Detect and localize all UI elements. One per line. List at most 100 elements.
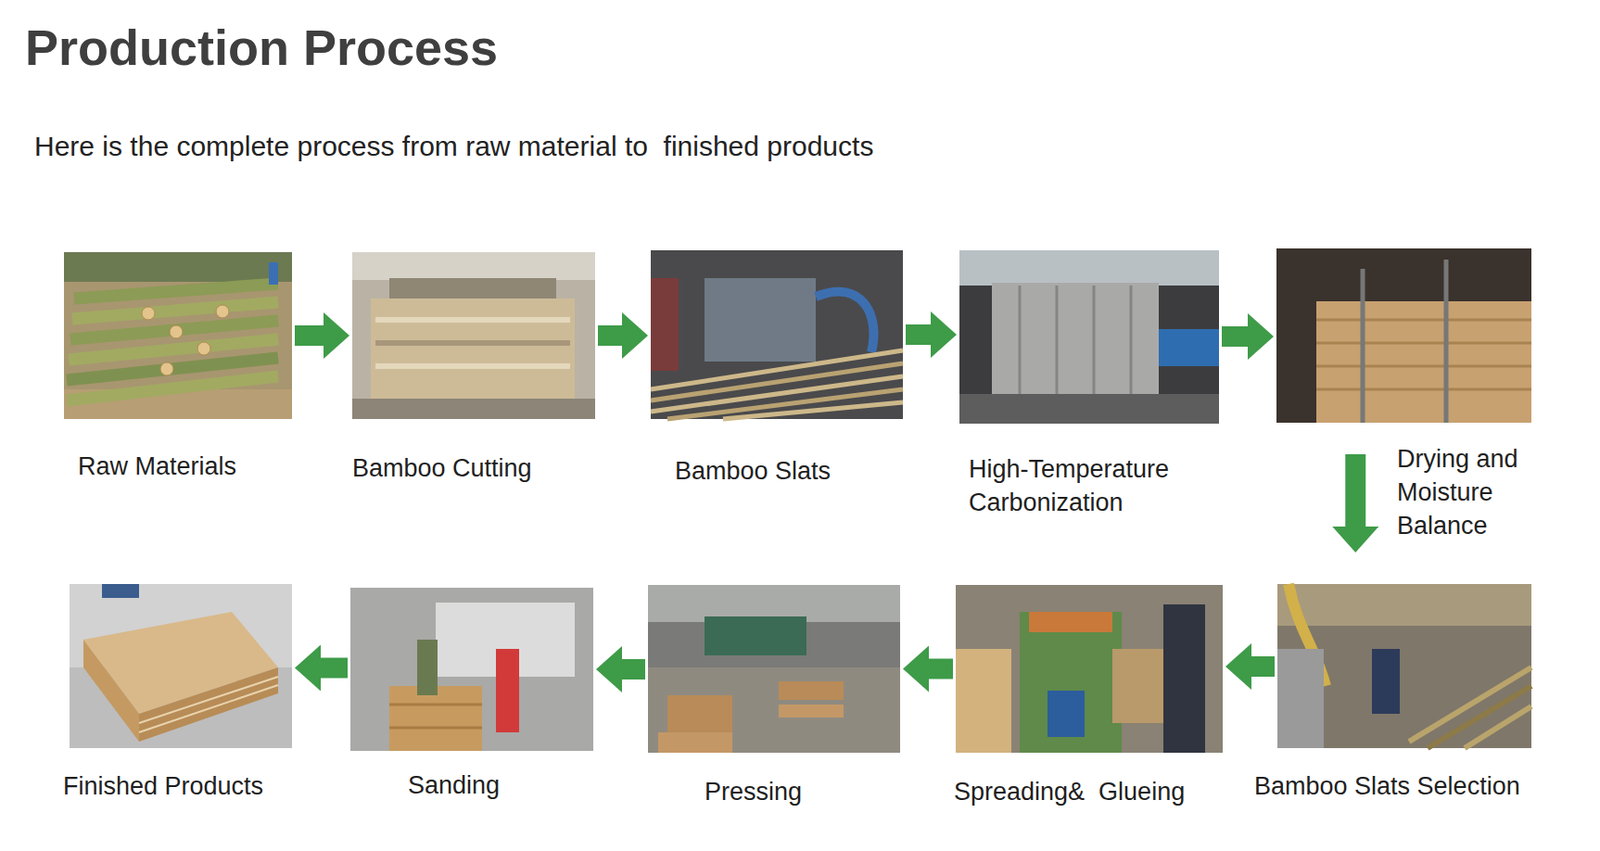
process-step: Raw Materials [63, 252, 293, 420]
photo-shape [495, 648, 520, 733]
photo-shape [1277, 584, 1532, 626]
photo-shape [83, 639, 140, 742]
photo-shape [389, 278, 557, 302]
process-step: Bamboo Slats [650, 250, 903, 420]
photo-shape [375, 317, 571, 323]
glue-spreader-photo [955, 584, 1223, 753]
sanding-photo [350, 587, 594, 751]
step-caption: Raw Materials [77, 449, 356, 483]
flow-arrow [928, 659, 953, 680]
photo-shape [268, 262, 279, 285]
photo-shape [1316, 342, 1532, 345]
photo-shape [375, 340, 571, 346]
photo-shape [352, 398, 596, 420]
step-caption: Drying and Moisture Balance [1396, 442, 1564, 543]
process-step: High-Temperature Carbonization [959, 250, 1220, 424]
photo-shape [1316, 365, 1532, 369]
photo-shape [1092, 285, 1096, 394]
photo-shape [1277, 584, 1532, 749]
step-caption: Pressing [704, 774, 946, 809]
photo-shape [1444, 259, 1449, 423]
step-caption: Bamboo Cutting [352, 451, 668, 485]
photo-shape [141, 306, 155, 320]
flow-arrow [1251, 656, 1275, 677]
process-step: Spreading& Glueing [955, 584, 1223, 753]
photo-shape [955, 648, 1012, 753]
photo-shape [139, 685, 279, 733]
step-caption: Sanding [407, 768, 649, 802]
photo-shape [1371, 648, 1400, 714]
flow-arrow [294, 325, 324, 346]
photo-shape [375, 363, 571, 369]
photo-shape [959, 393, 1220, 424]
process-step: Pressing [647, 584, 901, 753]
photo-shape [667, 695, 733, 733]
photo-shape [1112, 648, 1169, 724]
flow-arrow [1345, 454, 1366, 527]
photo-shape [63, 252, 293, 420]
photo-shape [352, 252, 596, 280]
photo-shape [72, 302, 279, 319]
photo-shape [1055, 285, 1059, 394]
photo-shape [352, 252, 596, 420]
flow-arrow [320, 658, 348, 679]
photo-shape [1158, 329, 1220, 367]
drying-stack-photo [1276, 248, 1532, 423]
photo-shape [955, 584, 1223, 753]
photo-shape [389, 703, 483, 707]
step-caption: High-Temperature Carbonization [968, 452, 1238, 520]
photo-shape [160, 362, 174, 376]
flow-arrow [622, 659, 646, 680]
photo-shape [1464, 706, 1532, 749]
photo-shape [1019, 611, 1122, 753]
cutting-machine-photo [352, 252, 596, 420]
photo-shape [959, 250, 1220, 286]
photo-shape [1316, 318, 1532, 322]
photo-shape [667, 389, 903, 420]
photo-shape [704, 278, 816, 362]
photo-shape [1360, 268, 1366, 423]
photo-shape [647, 667, 901, 753]
raw-bamboo-photo [63, 252, 293, 420]
photo-shape [1277, 648, 1324, 749]
step-caption: Finished Products [63, 769, 342, 803]
photo-shape [417, 639, 438, 696]
flow-arrow [1221, 326, 1248, 347]
finished-boards-photo [69, 584, 293, 749]
photo-shape [650, 278, 679, 371]
flow-arrow [905, 324, 931, 345]
photo-shape [139, 676, 279, 724]
photo-shape [1130, 285, 1133, 394]
photo-shape [370, 298, 575, 399]
photo-shape [658, 732, 733, 753]
photo-shape [1427, 685, 1532, 749]
process-step: Drying and Moisture Balance [1276, 248, 1532, 423]
photo-shape [169, 325, 183, 339]
photo-shape [350, 587, 594, 751]
bamboo-slats-photo [650, 250, 903, 420]
photo-shape [704, 616, 807, 656]
photo-shape [215, 304, 229, 318]
process-step: Sanding [350, 587, 594, 751]
photo-shape [1018, 285, 1022, 394]
photo-shape [139, 667, 279, 742]
step-caption: Bamboo Slats [674, 454, 972, 488]
photo-shape [778, 681, 844, 700]
process-step: Bamboo Cutting [352, 252, 596, 420]
photo-shape [63, 252, 293, 282]
photo-shape [1047, 690, 1085, 737]
photo-shape [991, 282, 1159, 396]
step-caption: Bamboo Slats Selection [1254, 769, 1598, 803]
photo-shape [1316, 301, 1532, 423]
photo-shape [197, 342, 211, 356]
photo-shape [1316, 388, 1532, 392]
carbonization-oven-photo [959, 250, 1220, 424]
photo-shape [66, 376, 279, 401]
step-caption: Spreading& Glueing [953, 774, 1260, 809]
subtitle-text: Here is the complete process from raw ma… [34, 132, 874, 161]
photo-shape [650, 250, 903, 420]
